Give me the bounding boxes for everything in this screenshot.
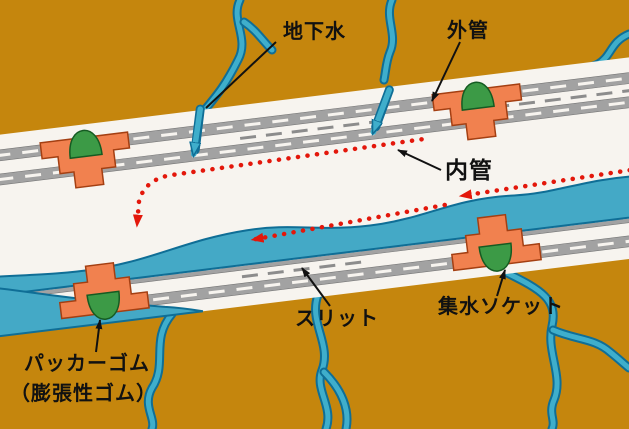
groundwater-entry-arrows [188,85,394,154]
collect-socket-upper-right [431,83,523,141]
soil-stream-top-middle [379,0,398,85]
slit-dashes-outer-top [0,67,629,168]
label-slit: スリット [295,306,379,330]
flow-arrow-middle-icon [250,202,448,243]
stream-water [200,0,245,115]
label-collect-socket: 集水ソケット [437,294,564,318]
collect-socket-lower-right [451,213,542,272]
leader-lines [95,41,506,353]
leader-outer-pipe [431,41,461,102]
diagram-labels: 地下水 外管 内管 スリット 集水ソケット パッカーゴム （膨張性ゴム） [10,18,564,405]
packer-rubber-lower-left [86,290,121,320]
label-packer-rubber-note: （膨張性ゴム） [10,381,157,405]
stream-water [145,311,175,429]
leader-collect-socket [496,269,506,297]
flow-direction-arrows [132,137,629,243]
entry-arrow-left-icon [188,106,203,154]
soil-stream-bottom-right [500,267,629,429]
leader-inner-pipe [397,149,442,171]
label-groundwater: 地下水 [283,19,346,43]
entry-arrow-right-icon [370,87,393,132]
flow-arrow-top-icon [132,137,424,228]
slit-dashes-outer-bottom [0,228,629,329]
soil-streams [143,0,629,429]
label-outer-pipe: 外管 [447,18,489,42]
label-packer-rubber: パッカーゴム [24,351,150,375]
stream-water [381,0,396,83]
label-inner-pipe: 内管 [445,157,493,184]
collect-socket-upper-left [39,131,131,189]
stream-water [502,269,560,429]
hidden-edge-dashes-top [239,120,375,140]
packer-rubber-upper-left [69,129,103,160]
leader-slit [301,267,331,307]
stream-water [321,369,350,429]
leader-groundwater [205,41,277,109]
leader-packer-rubber [95,319,103,353]
hidden-edge-dashes-top-right [493,88,629,109]
packer-rubber-lower-right [478,242,513,272]
slit-dashes-inner-top [0,91,629,192]
soil-stream-bottom-middle [311,290,352,429]
pipe-assembly [0,48,629,346]
collect-socket-lower-left [58,261,150,320]
stream-water [550,327,629,371]
soil-stream-bottom-left [143,309,177,429]
packer-rubber-upper-right [461,81,495,111]
pipe-water-flow [0,163,629,305]
